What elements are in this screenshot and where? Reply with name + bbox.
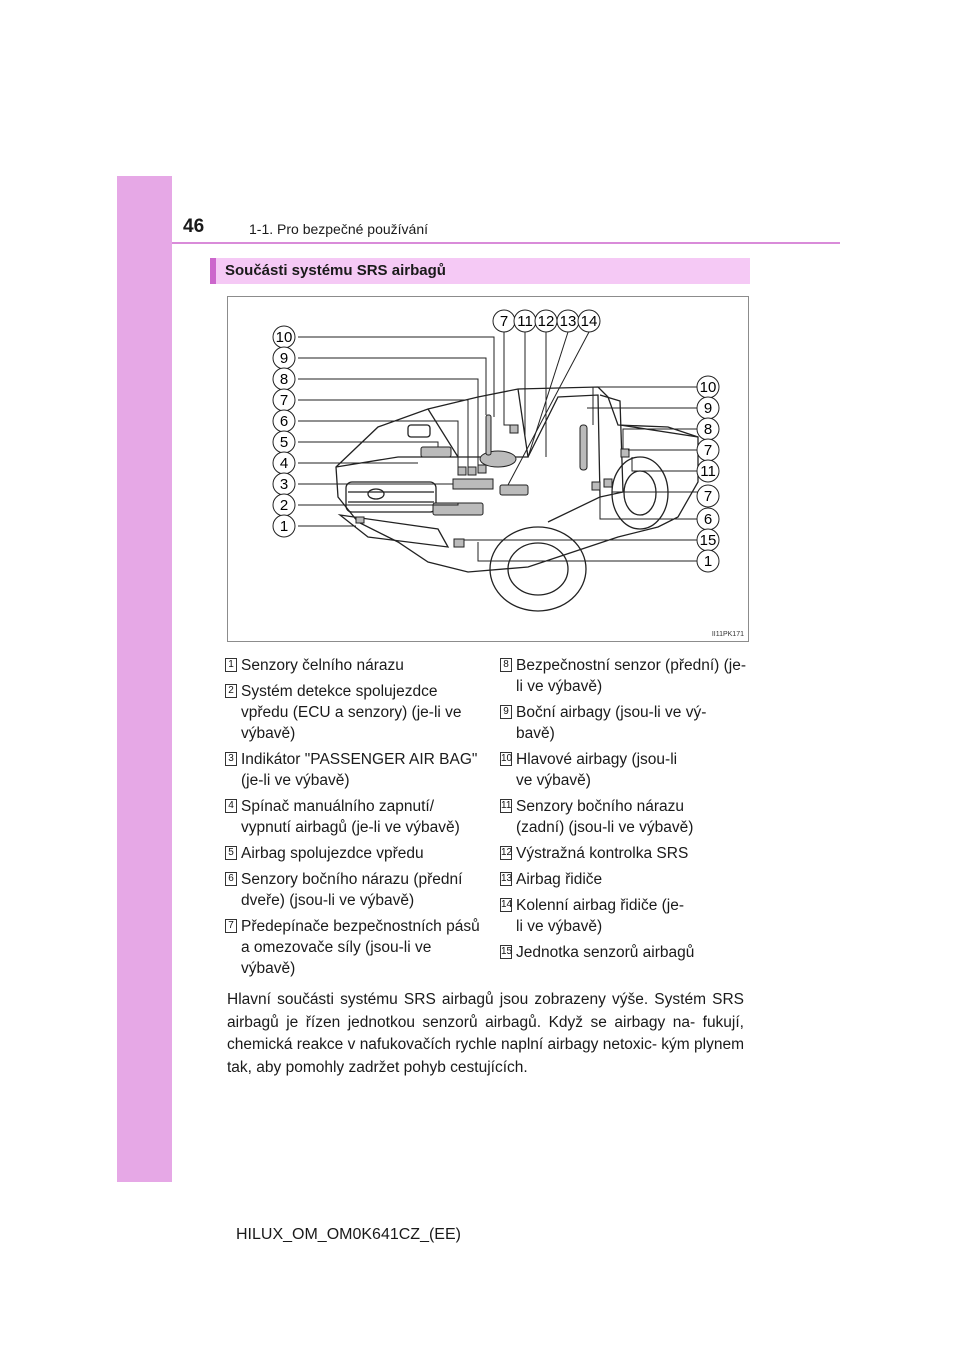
legend-text: Senzory bočního nárazu (zadní) (jsou-li … <box>516 798 694 836</box>
legend-text: Airbag spolujezdce vpředu <box>241 845 424 862</box>
legend-badge: 2 <box>225 684 237 698</box>
legend-badge: 7 <box>225 919 237 933</box>
callout-right-9: 9 <box>704 400 712 417</box>
legend-badge: 5 <box>225 846 237 860</box>
legend-badge: 3 <box>225 752 237 766</box>
legend-item: 8 Bezpečnostní senzor (přední) (je-li ve… <box>500 655 750 697</box>
legend-item: 10 Hlavové airbagy (jsou-li ve výbavě) <box>500 749 690 791</box>
callouts-right: 10 9 8 7 11 7 6 15 1 <box>696 375 720 573</box>
legend-right: 8 Bezpečnostní senzor (přední) (je-li ve… <box>500 655 762 965</box>
legend-item: 3 Indikátor "PASSENGER AIR BAG" (je-li v… <box>225 749 487 791</box>
legend-item: 15 Jednotka senzorů airbagů <box>500 942 750 963</box>
legend-badge: 6 <box>225 872 237 886</box>
legend-item: 11 Senzory bočního nárazu (zadní) (jsou-… <box>500 796 730 838</box>
callout-left-9: 9 <box>280 350 288 367</box>
callout-right-1: 1 <box>704 553 712 570</box>
legend-item: 14 Kolenní airbag řidiče (je-li ve výbav… <box>500 895 690 937</box>
legend-badge: 13 <box>500 872 513 886</box>
legend-badge: 4 <box>225 799 237 813</box>
callout-top-14: 14 <box>581 313 598 330</box>
callout-left-4: 4 <box>280 455 288 472</box>
legend-left: 1 Senzory čelního nárazu 2 Systém detekc… <box>225 655 487 985</box>
callout-top-7: 7 <box>500 313 508 330</box>
airbag-diagram-svg: 10 9 8 7 6 5 4 3 2 1 7 11 12 13 14 10 9 <box>272 309 720 612</box>
callout-top-12: 12 <box>538 313 555 330</box>
callout-right-6: 6 <box>704 511 712 528</box>
legend-item: 5 Airbag spolujezdce vpředu <box>225 843 487 864</box>
callouts-top: 7 11 12 13 14 <box>492 309 601 333</box>
side-tab-bar <box>117 176 172 1182</box>
legend-text: Systém detekce spolujezdce vpředu (ECU a… <box>241 683 462 742</box>
callout-right-10: 10 <box>700 379 717 396</box>
callout-left-3: 3 <box>280 476 288 493</box>
section-title: 1-1. Pro bezpečné používání <box>249 221 429 237</box>
figure-id: II11PK171 <box>711 631 744 638</box>
legend-text: Senzory čelního nárazu <box>241 657 404 674</box>
body-paragraph: Hlavní součásti systému SRS airbagů jsou… <box>227 991 744 1076</box>
header-divider <box>172 242 840 244</box>
legend-item: 9 Boční airbagy (jsou-li ve vý- bavě) <box>500 702 730 744</box>
legend-item: 12 Výstražná kontrolka SRS <box>500 843 750 864</box>
page-number: 46 <box>183 216 205 237</box>
callout-left-10: 10 <box>276 329 293 346</box>
legend-badge: 12 <box>500 846 513 860</box>
callout-left-1: 1 <box>280 518 288 535</box>
legend-item: 7 Předepínače bezpečnostních pásů a omez… <box>225 916 487 979</box>
legend-item: 13 Airbag řidiče <box>500 869 750 890</box>
legend-item: 2 Systém detekce spolujezdce vpředu (ECU… <box>225 681 487 744</box>
footer-doc-code: HILUX_OM_OM0K641CZ_(EE) <box>236 1226 461 1243</box>
callout-right-8: 8 <box>704 421 712 438</box>
callout-left-2: 2 <box>280 497 288 514</box>
legend-badge: 10 <box>500 752 513 766</box>
legend-badge: 8 <box>500 658 512 672</box>
legend-text: Boční airbagy (jsou-li ve vý- bavě) <box>516 704 707 742</box>
legend-text: Senzory bočního nárazu (přední dveře) (j… <box>241 871 463 909</box>
legend-text: Kolenní airbag řidiče (je-li ve výbavě) <box>516 897 685 935</box>
callout-left-6: 6 <box>280 413 288 430</box>
airbag-diagram: 10 9 8 7 6 5 4 3 2 1 7 11 12 13 14 10 9 <box>227 296 749 642</box>
callout-left-7: 7 <box>280 392 288 409</box>
callout-top-11: 11 <box>517 313 533 330</box>
legend-text: Airbag řidiče <box>516 871 603 888</box>
legend-item: 4 Spínač manuálního zapnutí/ vypnutí air… <box>225 796 487 838</box>
legend-item: 1 Senzory čelního nárazu <box>225 655 487 676</box>
callout-right-15: 15 <box>700 532 717 549</box>
callout-badges: 10 9 8 7 6 5 4 3 2 1 7 11 12 13 14 10 9 <box>272 309 720 573</box>
callout-right-7a: 7 <box>704 442 712 459</box>
callout-left-5: 5 <box>280 434 288 451</box>
legend-text: Jednotka senzorů airbagů <box>516 944 695 961</box>
legend-text: Výstražná kontrolka SRS <box>516 845 689 862</box>
section-heading: Součásti systému SRS airbagů <box>210 258 750 284</box>
callout-right-7b: 7 <box>704 488 712 505</box>
legend-badge: 9 <box>500 705 512 719</box>
legend-text: Bezpečnostní senzor (přední) (je-li ve v… <box>516 657 747 695</box>
leader-lines <box>298 331 698 562</box>
legend-text: Indikátor "PASSENGER AIR BAG" (je-li ve … <box>241 751 478 789</box>
callout-top-13: 13 <box>560 313 577 330</box>
legend-badge: 1 <box>225 658 237 672</box>
callout-left-8: 8 <box>280 371 288 388</box>
legend-text: Spínač manuálního zapnutí/ vypnutí airba… <box>241 798 460 836</box>
airbag-components <box>355 414 630 548</box>
callout-right-11: 11 <box>700 463 716 480</box>
legend-badge: 14 <box>500 898 513 912</box>
legend-badge: 11 <box>500 799 512 813</box>
legend-badge: 15 <box>500 945 513 959</box>
callouts-left: 10 9 8 7 6 5 4 3 2 1 <box>272 325 296 538</box>
legend-item: 6 Senzory bočního nárazu (přední dveře) … <box>225 869 487 911</box>
legend-text: Předepínače bezpečnostních pásů a omezov… <box>241 918 480 977</box>
legend-text: Hlavové airbagy (jsou-li ve výbavě) <box>516 751 678 789</box>
